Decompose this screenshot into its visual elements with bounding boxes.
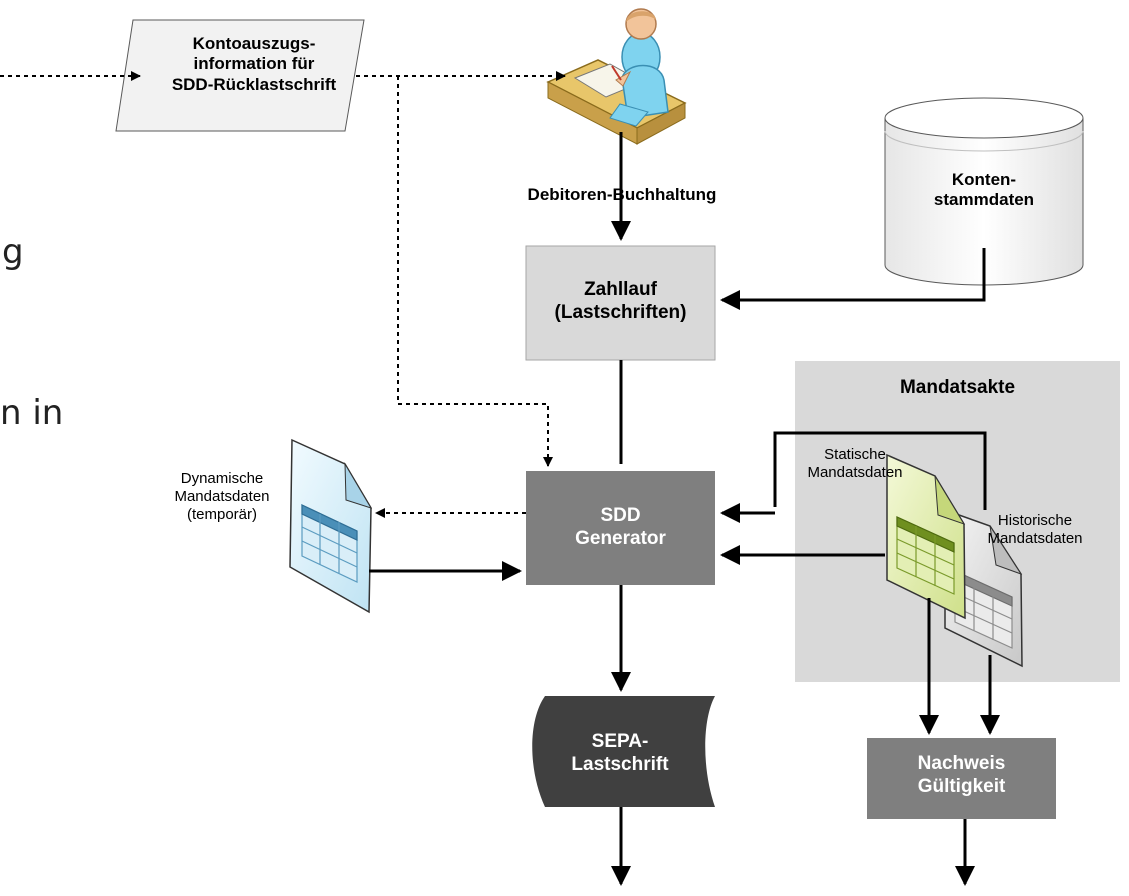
solid-connectors [369, 132, 1000, 886]
statement-info-label: Kontoauszugs- information für SDD-Rückla… [171, 34, 337, 94]
static-mandate-document-icon [886, 453, 966, 620]
sdd-generator-label: SDD Generator [575, 505, 666, 549]
mandate-file-title: Mandatsakte [899, 377, 1016, 398]
clipped-left-text-1: g [2, 232, 24, 272]
historic-mandate-label: Historische Mandatsdaten [987, 512, 1083, 547]
account-master-label: Konten- stammdaten [933, 170, 1035, 210]
clipped-left-text-2: n in [0, 393, 64, 433]
payment-run-box [525, 245, 716, 361]
payment-run-label: Zahllauf (Lastschriften) [554, 279, 687, 323]
accounting-label: Debitoren-Buchhaltung [527, 185, 717, 204]
account-master-database [884, 97, 1084, 286]
statement-info-shape [115, 19, 365, 132]
dynamic-mandate-document-icon [289, 438, 373, 614]
validity-proof-label: Nachweis Gültigkeit [917, 753, 1006, 797]
sdd-generator-box [526, 471, 715, 585]
accountant-person-icon [546, 8, 687, 145]
dynamic-mandate-label: Dynamische Mandatsdaten (temporär) [174, 470, 270, 523]
dotted-connectors [0, 71, 566, 518]
sepa-output-shape [532, 696, 715, 807]
static-mandate-label: Statische Mandatsdaten [807, 446, 903, 481]
validity-proof-box [867, 738, 1056, 819]
sepa-output-label: SEPA- Lastschrift [571, 731, 669, 775]
